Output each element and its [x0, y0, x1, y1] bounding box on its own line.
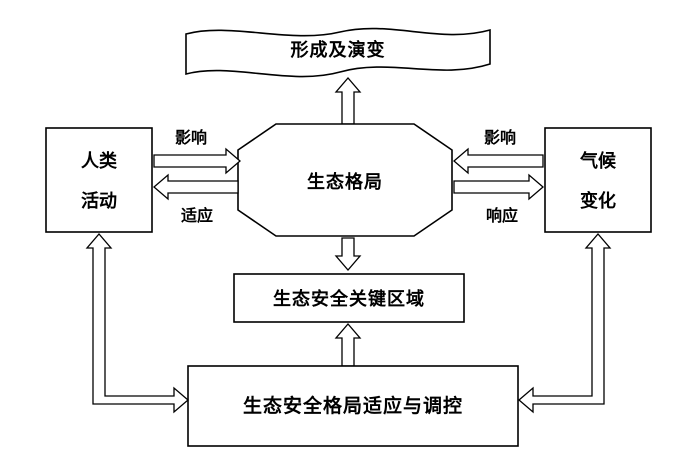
human-activity-label-2: 活动	[81, 190, 117, 212]
arrow-human-to-pattern	[153, 147, 241, 175]
evolution-banner	[185, 27, 491, 78]
human-activity-box	[45, 127, 153, 233]
label-adapt: 适应	[181, 206, 213, 225]
ecological-pattern-octagon	[237, 123, 453, 237]
adaptation-control-label: 生态安全格局适应与调控	[243, 394, 463, 417]
evolution-label: 形成及演变	[291, 39, 386, 61]
key-area-box	[233, 273, 465, 323]
arrow-pattern-to-evolution	[334, 77, 362, 125]
arrow-pattern-to-human	[153, 173, 239, 201]
key-area-label: 生态安全关键区域	[273, 288, 425, 310]
arrow-pattern-to-climate	[453, 173, 544, 201]
arrow-human-control-bidirectional	[85, 233, 189, 414]
climate-change-label-1: 气候	[579, 150, 617, 172]
arrow-control-to-key-area	[334, 323, 362, 367]
human-activity-label-1: 人类	[81, 150, 118, 172]
label-response: 响应	[486, 206, 518, 225]
climate-change-label-2: 变化	[580, 190, 616, 212]
label-climate-influence: 影响	[484, 128, 516, 147]
arrow-climate-to-pattern	[453, 147, 544, 175]
climate-change-box	[544, 127, 652, 233]
adaptation-control-box	[187, 365, 519, 447]
arrow-pattern-to-key-area	[334, 237, 362, 271]
arrow-climate-control-bidirectional	[518, 233, 612, 414]
ecological-pattern-label: 生态格局	[307, 171, 383, 193]
label-human-influence: 影响	[175, 128, 207, 147]
